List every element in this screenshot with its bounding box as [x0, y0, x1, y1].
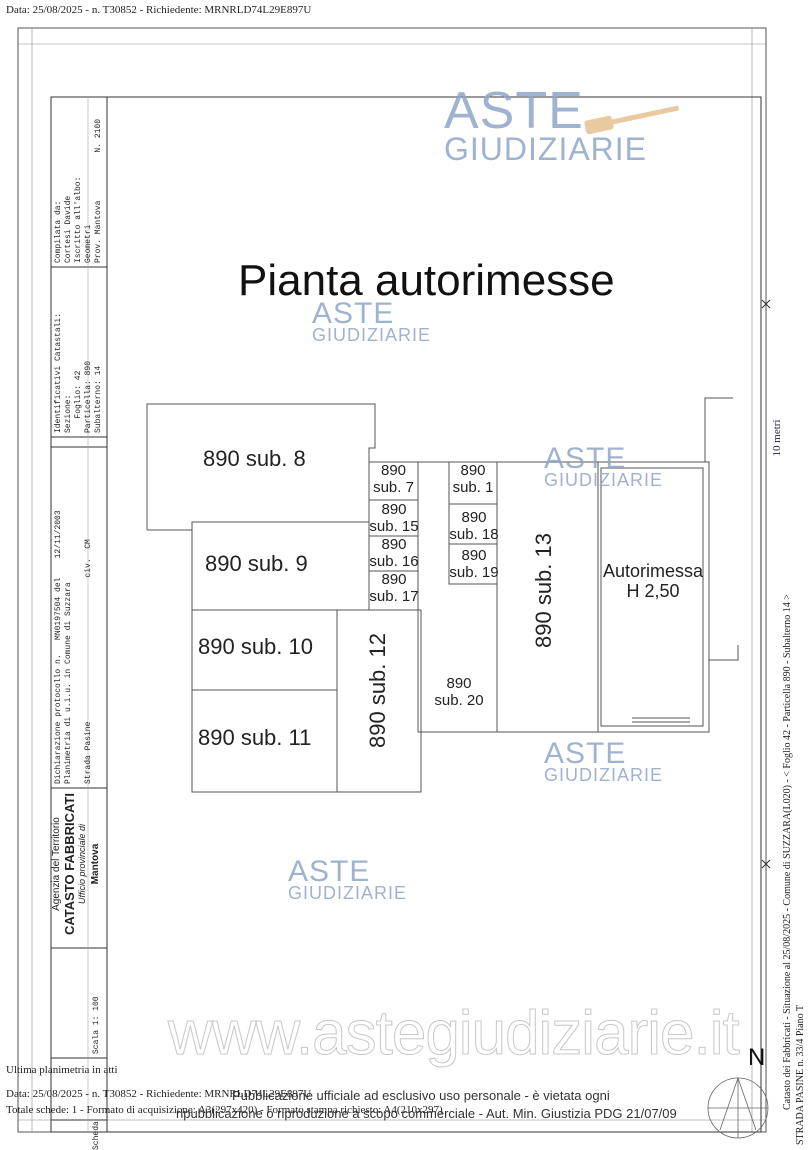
watermark-mid: ASTE GIUDIZIARIE — [312, 297, 432, 345]
watermark-lower: ASTE GIUDIZIARIE — [288, 855, 408, 903]
drawing-frame — [50, 96, 762, 1133]
footer-line1: Ultima planimetria in atti — [6, 1064, 118, 1076]
north-label: N — [748, 1044, 766, 1071]
label-sub13: 890 sub. 13 — [531, 533, 556, 648]
label-sub1: 890 sub. 1 — [452, 462, 494, 496]
sidebar-dichiarazione: Dichiarazione protocollo n. MN0197504 de… — [54, 510, 93, 784]
sidebar-ente: Agenzia del Territorio CATASTO FABBRICAT… — [50, 784, 106, 944]
notice-line2: ripubblicazione o riproduzione a scopo c… — [176, 1106, 677, 1121]
label-sub20: 890 sub. 20 — [434, 675, 484, 709]
notice-line1: Pubblicazione ufficiale ad esclusivo uso… — [232, 1088, 610, 1103]
sidebar-identificativi: Identificativi Catastali: Sezione: Fogli… — [54, 312, 103, 433]
north-arrow — [707, 1076, 769, 1139]
label-sub10: 890 sub. 10 — [198, 634, 313, 659]
label-sub15: 890 sub. 15 — [369, 501, 419, 535]
watermark-top: ASTE GIUDIZIARIE — [444, 82, 648, 167]
label-sub18: 890 sub. 18 — [449, 509, 499, 543]
footer-line3: Totale schede: 1 - Formato di acquisizio… — [6, 1104, 443, 1116]
sidebar-compilata: Compilata da: Cortesi Davide Iscritto al… — [54, 118, 103, 263]
watermark-right: ASTE GIUDIZIARIE — [544, 442, 664, 490]
watermark-right-lower: ASTE GIUDIZIARIE — [544, 737, 664, 785]
scale-bar-label: 10 metri — [771, 419, 783, 457]
label-sub11: 890 sub. 11 — [198, 725, 312, 750]
right-meta-line1: Catasto dei Fabbricati - Situazione al 2… — [782, 594, 793, 1110]
document-header: Data: 25/08/2025 - n. T30852 - Richieden… — [6, 4, 312, 16]
label-sub17: 890 sub. 17 — [369, 571, 419, 605]
right-meta-line2: STRADA PASINE n. 33/4 Piano T — [795, 1004, 806, 1145]
sidebar-scheda: Scheda — [92, 1121, 101, 1150]
label-sub16: 890 sub. 16 — [369, 536, 419, 570]
url-watermark: www.astegiudiziarie.it — [168, 999, 741, 1069]
ufficio-label: Ufficio provinciale di — [77, 823, 87, 905]
room-autorimessa — [597, 461, 710, 733]
provincia-label: Mantova — [90, 843, 101, 885]
gavel-icon — [584, 105, 680, 135]
label-sub7: 890 sub. 7 — [373, 462, 414, 496]
catasto-label: CATASTO FABBRICATI — [62, 792, 77, 936]
label-sub8: 890 sub. 8 — [203, 446, 306, 471]
label-sub9: 890 sub. 9 — [205, 551, 308, 576]
label-sub12: 890 sub. 12 — [365, 633, 390, 748]
page-title: Pianta autorimesse — [238, 256, 615, 305]
footer-line2: Data: 25/08/2025 - n. T30852 - Richieden… — [6, 1088, 312, 1100]
sidebar-scala: Scala 1: 100 — [92, 996, 101, 1054]
label-autorimessa: Autorimessa H 2,50 — [602, 561, 704, 601]
label-sub19: 890 sub. 19 — [449, 547, 499, 581]
